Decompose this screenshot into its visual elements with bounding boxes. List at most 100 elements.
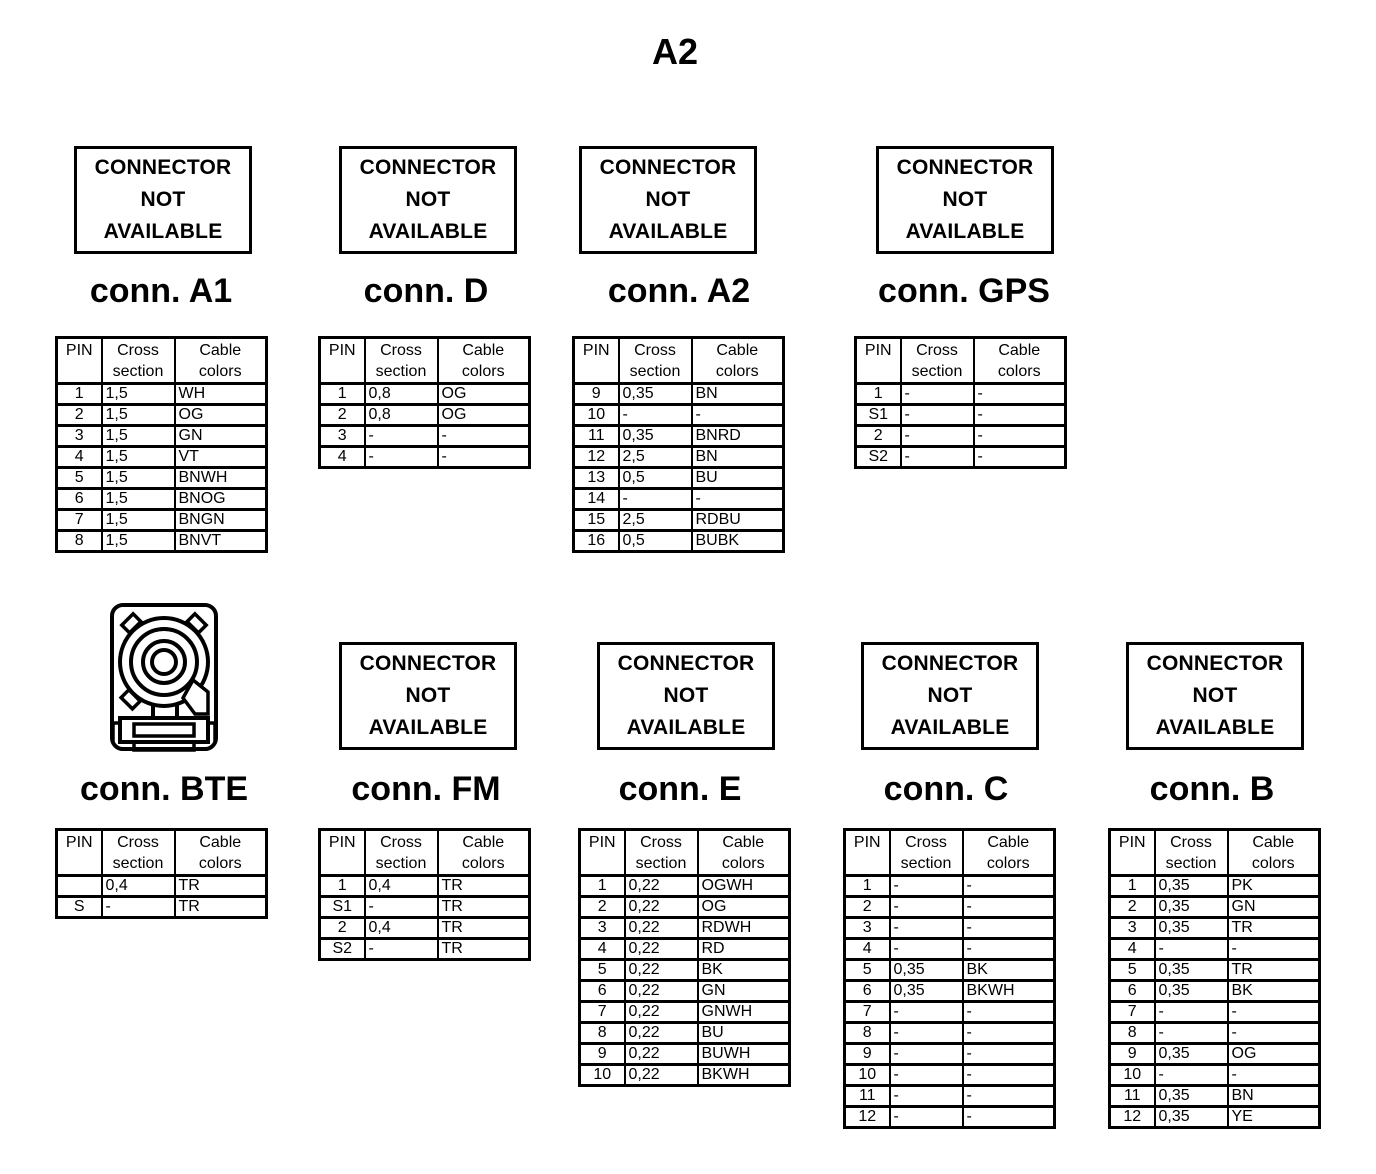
cable-colors-cell: TR — [436, 916, 531, 940]
cable-colors-cell: OG — [1226, 1042, 1321, 1066]
cross-section-cell: 1,5 — [100, 529, 176, 553]
cable-colors-cell: - — [690, 487, 785, 511]
cross-section-cell: - — [100, 895, 176, 919]
table-row: 7-- — [1108, 1000, 1321, 1024]
cable-colors-cell: RDWH — [696, 916, 791, 940]
pin-cell: 1 — [854, 382, 902, 406]
pin-cell: 8 — [843, 1021, 891, 1045]
cable-colors-cell: TR — [436, 895, 531, 919]
pin-cell: 6 — [843, 979, 891, 1003]
cross-section-cell: - — [888, 1105, 964, 1129]
pin-cell: 11 — [572, 424, 620, 448]
pin-cell: 9 — [572, 382, 620, 406]
cross-section-cell: 0,35 — [1153, 874, 1229, 898]
not-available-line: NOT — [405, 188, 451, 211]
not-available-line: NOT — [140, 188, 186, 211]
cable-colors-cell: - — [690, 403, 785, 427]
pin-cell: 6 — [55, 487, 103, 511]
cable-colors-cell: - — [961, 937, 1056, 961]
cable-colors-cell: BUBK — [690, 529, 785, 553]
cross-section-cell: 0,35 — [1153, 1042, 1229, 1066]
cross-section-cell: - — [888, 895, 964, 919]
pin-cell: 2 — [1108, 895, 1156, 919]
cross-section-cell: 0,35 — [1153, 979, 1229, 1003]
cross-section-cell: - — [888, 1042, 964, 1066]
cable-colors-cell: RDBU — [690, 508, 785, 532]
pin-cell: 10 — [1108, 1063, 1156, 1087]
cable-colors-cell: GN — [696, 979, 791, 1003]
cross-section-cell: 0,22 — [623, 895, 699, 919]
cable-colors-header-cell: Cable colors — [961, 828, 1056, 877]
pin-cell: 9 — [578, 1042, 626, 1066]
table-row: S2-- — [854, 445, 1067, 469]
not-available-line: AVAILABLE — [608, 220, 728, 243]
cross-section-cell: - — [888, 916, 964, 940]
cross-section-cell: 0,35 — [1153, 1084, 1229, 1108]
cross-section-header-cell: Cross section — [100, 828, 176, 877]
cable-colors-cell: - — [961, 895, 1056, 919]
not-available-line: AVAILABLE — [626, 716, 746, 739]
cable-colors-cell: - — [1226, 1021, 1321, 1045]
cross-section-cell: - — [899, 382, 975, 406]
not-available-line: CONNECTOR — [896, 156, 1034, 179]
not-available-line: CONNECTOR — [1146, 652, 1284, 675]
pin-cell: 1 — [843, 874, 891, 898]
connector-label-conn-gps: conn. GPS — [878, 272, 1050, 310]
pin-header-cell: PIN — [318, 336, 366, 385]
pin-cell: 14 — [572, 487, 620, 511]
cross-section-cell: 0,22 — [623, 937, 699, 961]
table-row: 14-- — [572, 487, 785, 511]
cable-colors-cell: BNRD — [690, 424, 785, 448]
pin-cell: 3 — [843, 916, 891, 940]
cross-section-cell: 0,22 — [623, 979, 699, 1003]
table-row: 9-- — [843, 1042, 1056, 1066]
not-available-line: AVAILABLE — [103, 220, 223, 243]
cross-section-cell: 0,22 — [623, 1063, 699, 1087]
pin-cell: 4 — [1108, 937, 1156, 961]
table-row: 3-- — [843, 916, 1056, 940]
table-row: 4-- — [318, 445, 531, 469]
pin-cell: 5 — [578, 958, 626, 982]
pin-cell: 2 — [843, 895, 891, 919]
cable-colors-header-cell: Cable colors — [436, 828, 531, 877]
cross-section-cell: 0,35 — [1153, 1105, 1229, 1129]
cable-colors-cell: TR — [1226, 916, 1321, 940]
table-row: S-TR — [55, 895, 268, 919]
cross-section-cell: - — [888, 937, 964, 961]
cross-section-cell: - — [617, 403, 693, 427]
pin-cell: 11 — [843, 1084, 891, 1108]
cable-colors-cell: BK — [961, 958, 1056, 982]
table-row: 2-- — [854, 424, 1067, 448]
pin-cell: 12 — [843, 1105, 891, 1129]
cross-section-cell: - — [1153, 1000, 1229, 1024]
pin-cell: 7 — [578, 1000, 626, 1024]
pin-cell: 7 — [843, 1000, 891, 1024]
cable-colors-cell: - — [961, 874, 1056, 898]
cross-section-cell: 0,22 — [623, 1042, 699, 1066]
pin-header-cell: PIN — [55, 828, 103, 877]
connector-label-conn-e: conn. E — [618, 770, 742, 808]
pin-cell: 13 — [572, 466, 620, 490]
connector-label-conn-c: conn. C — [883, 770, 1009, 808]
table-row: 4-- — [1108, 937, 1321, 961]
cable-colors-cell: BN — [690, 445, 785, 469]
pin-cell: 4 — [318, 445, 366, 469]
cross-section-header-cell: Cross section — [617, 336, 693, 385]
cable-colors-cell: BUWH — [696, 1042, 791, 1066]
not-available-line: CONNECTOR — [599, 156, 737, 179]
cable-colors-cell: GN — [173, 424, 268, 448]
cross-section-cell: 0,4 — [363, 874, 439, 898]
